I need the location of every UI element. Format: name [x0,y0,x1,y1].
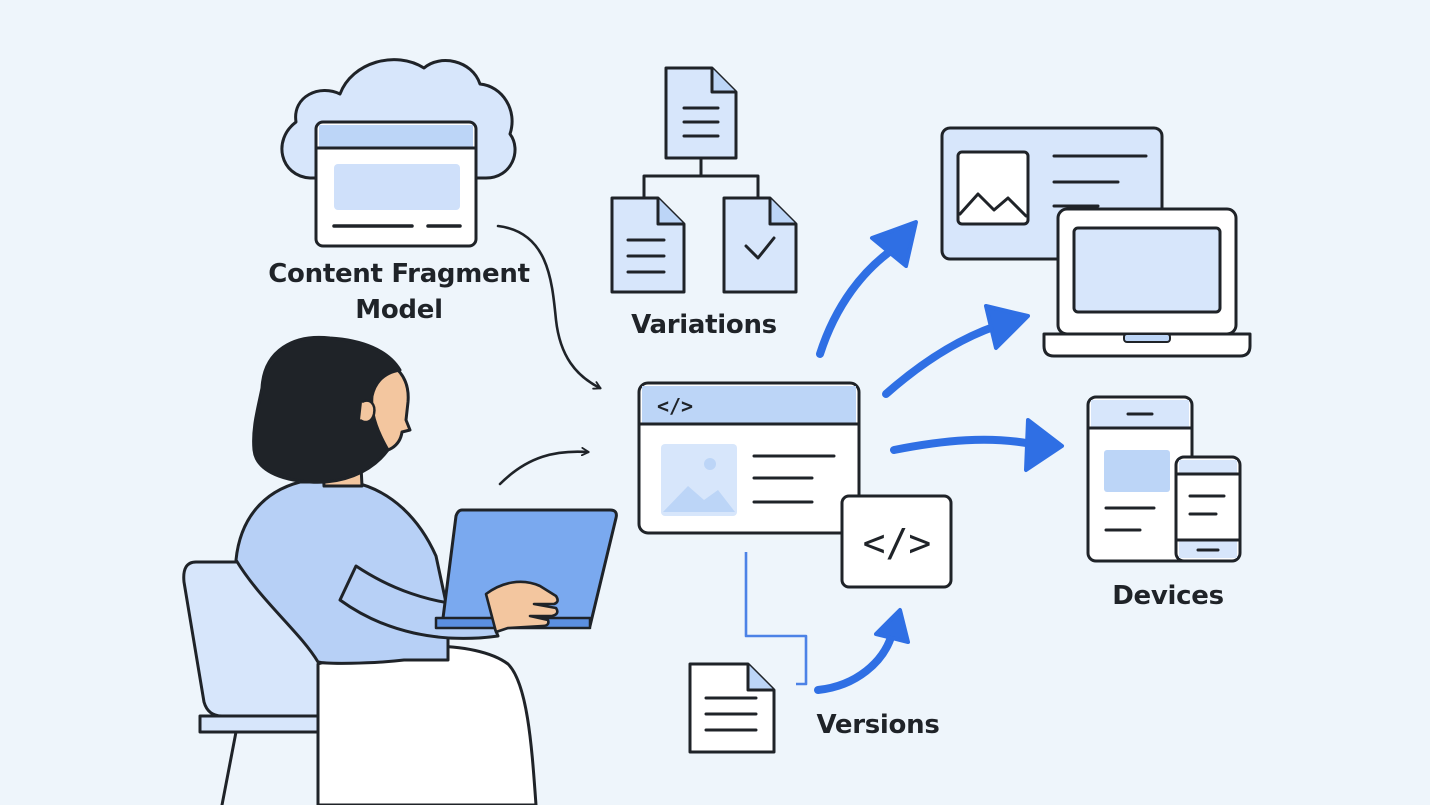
arrow-to-devices [890,418,1064,472]
arrow-to-laptop [882,304,1030,398]
person-legs [316,644,538,805]
tablet-icon [1086,395,1194,563]
person-to-fragment-arrow [498,452,588,486]
versions-arrow [814,608,910,694]
content-fragment-window-icon: </> [637,381,861,535]
phone-icon [1174,455,1242,563]
content-fragment-model-window-icon [314,120,478,248]
person-ear [359,399,376,424]
code-box-icon: </> [840,494,953,589]
person-hair [252,335,402,484]
code-symbol-small: </> [657,394,693,418]
variations-label: Variations [631,310,777,340]
variations-document-tree-icon [610,66,798,294]
person-hand [484,580,559,634]
versions-label: Versions [816,710,940,740]
version-connector-line [744,552,808,686]
code-symbol-large: </> [863,521,932,565]
laptop-icon [1042,207,1252,358]
model-to-fragment-arrow [496,224,600,388]
version-document-icon [688,662,776,754]
devices-label: Devices [1112,581,1224,611]
arrow-to-desktop [816,220,918,358]
person-figure [234,335,538,805]
